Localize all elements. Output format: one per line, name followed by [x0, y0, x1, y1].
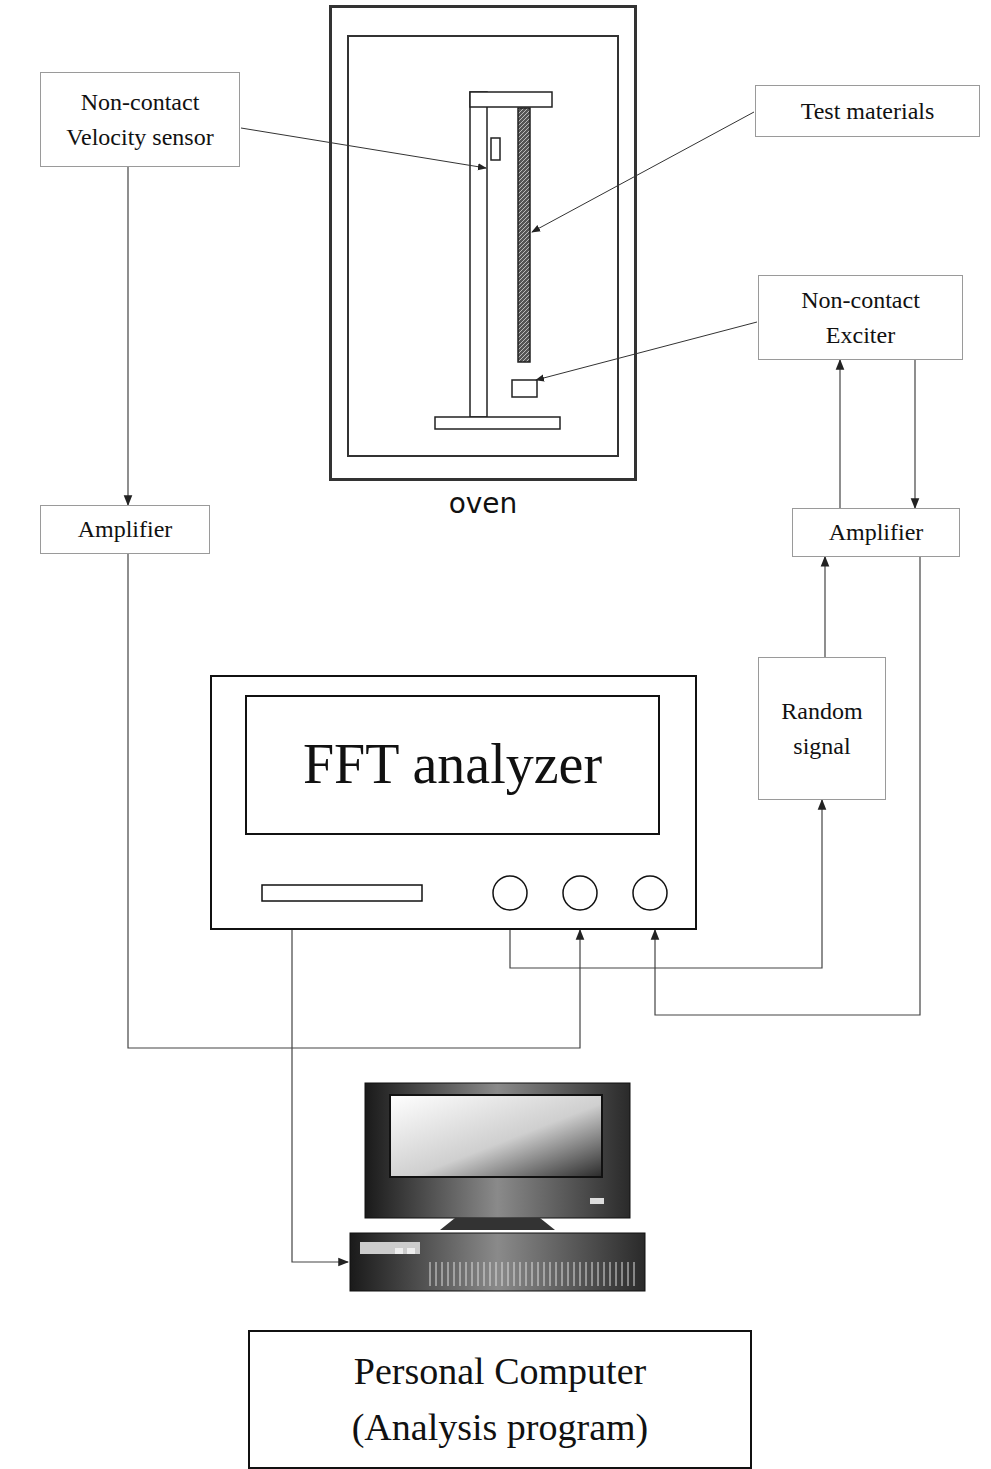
label-box: Test materials	[755, 85, 980, 137]
node-text: Amplifier	[78, 512, 173, 547]
exciter-box: Non-contact Exciter	[758, 275, 963, 360]
case-fin	[598, 1262, 599, 1286]
case-fin	[478, 1262, 479, 1286]
analyzer-box: FFT analyzer	[210, 675, 697, 930]
case-fin	[544, 1262, 545, 1286]
case-fin	[448, 1262, 449, 1286]
signal-box: Random signal	[758, 657, 886, 800]
case-fin	[502, 1262, 503, 1286]
case-fin	[508, 1262, 509, 1286]
computer-picture	[350, 1083, 645, 1291]
disk-slot	[262, 885, 422, 901]
case-fin	[466, 1262, 467, 1286]
case-fin	[610, 1262, 611, 1286]
case-fin	[592, 1262, 593, 1286]
case-fin	[526, 1262, 527, 1286]
case-fin	[616, 1262, 617, 1286]
node-text: Amplifier	[829, 515, 924, 550]
case-fin	[556, 1262, 557, 1286]
signal-wire	[824, 557, 825, 657]
case-fin	[514, 1262, 515, 1286]
leader-line	[241, 112, 757, 380]
oven-label-holder: oven	[332, 484, 634, 525]
case-fin	[574, 1262, 575, 1286]
node-text: Random signal	[769, 694, 875, 764]
signal-wire	[292, 930, 348, 1262]
case-fin	[532, 1262, 533, 1286]
analyzer-panel	[210, 675, 697, 930]
node-text: Personal Computer (Analysis program)	[320, 1344, 680, 1454]
case-fin	[496, 1262, 497, 1286]
input-knob	[493, 876, 527, 910]
signal-wire	[914, 360, 915, 508]
signal-wire	[127, 167, 128, 505]
case-fin	[484, 1262, 485, 1286]
node-text: Test materials	[801, 94, 935, 129]
amplifier-box: Amplifier	[40, 505, 210, 554]
case-fin	[538, 1262, 539, 1286]
case-fin	[520, 1262, 521, 1286]
case-fin	[562, 1262, 563, 1286]
sensor-box: Non-contact Velocity sensor	[40, 72, 240, 167]
case-fin	[604, 1262, 605, 1286]
node-text: oven	[332, 484, 634, 525]
node-text: Non-contact Velocity sensor	[51, 85, 229, 155]
case-fin	[586, 1262, 587, 1286]
analyzer-screen: FFT analyzer	[245, 695, 660, 835]
case-fin	[622, 1262, 623, 1286]
oven-inner-wall	[347, 35, 619, 457]
case-fin	[628, 1262, 629, 1286]
case-fin	[490, 1262, 491, 1286]
input-knob	[563, 876, 597, 910]
computer-box: Personal Computer (Analysis program)	[248, 1330, 752, 1469]
signal-wire	[839, 360, 840, 508]
case-fin	[634, 1262, 635, 1286]
case-fin	[568, 1262, 569, 1286]
input-knob	[633, 876, 667, 910]
case-fin	[460, 1262, 461, 1286]
case-fin	[454, 1262, 455, 1286]
oven-frame: oven	[329, 5, 637, 481]
node-text: Non-contact Exciter	[769, 283, 952, 353]
amplifier-box: Amplifier	[792, 508, 960, 557]
case-fin	[580, 1262, 581, 1286]
case-fin	[472, 1262, 473, 1286]
case-fin	[430, 1262, 431, 1286]
case-fin	[436, 1262, 437, 1286]
case-fin	[550, 1262, 551, 1286]
case-fin	[442, 1262, 443, 1286]
node-text: FFT analyzer	[303, 724, 602, 805]
